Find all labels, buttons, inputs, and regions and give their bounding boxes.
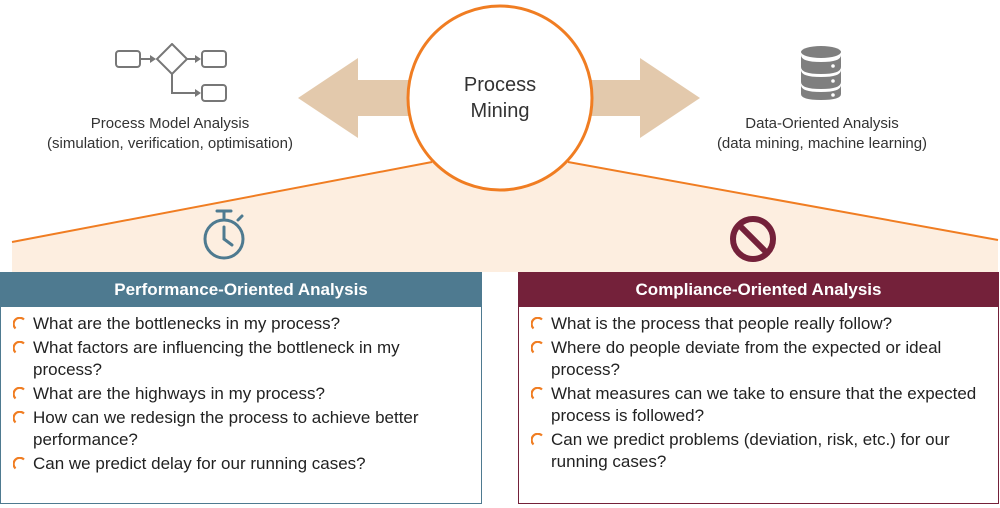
- list-item: What factors are influencing the bottlen…: [13, 337, 471, 381]
- performance-question-list: What are the bottlenecks in my process? …: [1, 307, 481, 475]
- list-item: Can we predict delay for our running cas…: [13, 453, 471, 475]
- list-item: Where do people deviate from the expecte…: [531, 337, 988, 381]
- bullet-icon: [531, 387, 543, 400]
- bullet-icon: [13, 387, 25, 400]
- compliance-title: Compliance-Oriented Analysis: [519, 273, 998, 307]
- fan-shape: [12, 162, 998, 272]
- performance-panel: Performance-Oriented Analysis What are t…: [0, 272, 482, 504]
- bullet-icon: [531, 341, 543, 354]
- bullet-icon: [13, 317, 25, 330]
- performance-question-1: What are the bottlenecks in my process?: [33, 314, 341, 333]
- fan-right-edge: [567, 161, 999, 241]
- bullet-icon: [13, 411, 25, 424]
- list-item: Can we predict problems (deviation, risk…: [531, 429, 988, 473]
- performance-question-3: What are the highways in my process?: [33, 384, 325, 403]
- compliance-question-3: What measures can we take to ensure that…: [551, 384, 977, 425]
- performance-question-2: What factors are influencing the bottlen…: [33, 338, 400, 379]
- performance-question-4: How can we redesign the process to achie…: [33, 408, 419, 449]
- bullet-icon: [531, 317, 543, 330]
- performance-title: Performance-Oriented Analysis: [1, 273, 481, 307]
- bullet-icon: [13, 457, 25, 470]
- compliance-question-list: What is the process that people really f…: [519, 307, 998, 473]
- compliance-panel: Compliance-Oriented Analysis What is the…: [518, 272, 999, 504]
- process-model-analysis-line1: Process Model Analysis: [90, 115, 250, 132]
- right-arrow: [584, 58, 700, 138]
- compliance-question-2: Where do people deviate from the expecte…: [551, 338, 942, 379]
- list-item: What are the bottlenecks in my process?: [13, 313, 471, 335]
- bullet-icon: [531, 433, 543, 446]
- list-item: What is the process that people really f…: [531, 313, 988, 335]
- data-oriented-analysis-line2: (data mining, machine learning): [716, 135, 928, 152]
- database-icon: [801, 46, 841, 100]
- performance-question-5: Can we predict delay for our running cas…: [33, 454, 366, 473]
- process-model-analysis-line2: (simulation, verification, optimisation): [47, 135, 293, 152]
- stopwatch-icon: [203, 209, 245, 260]
- left-arrow: [298, 58, 416, 138]
- data-oriented-analysis-label: Data-Oriented Analysis (data mining, mac…: [682, 114, 962, 154]
- compliance-question-4: Can we predict problems (deviation, risk…: [551, 430, 950, 471]
- list-item: How can we redesign the process to achie…: [13, 407, 471, 451]
- data-oriented-analysis-line1: Data-Oriented Analysis: [745, 115, 899, 132]
- list-item: What are the highways in my process?: [13, 383, 471, 405]
- fan-left-edge: [11, 161, 433, 243]
- process-mining-title: Process Mining: [425, 72, 575, 124]
- list-item: What measures can we take to ensure that…: [531, 383, 988, 427]
- bullet-icon: [13, 341, 25, 354]
- flowchart-icon: [115, 43, 227, 102]
- compliance-question-1: What is the process that people really f…: [551, 314, 893, 333]
- title-line-1: Process: [463, 74, 537, 96]
- title-line-2: Mining: [470, 100, 530, 122]
- no-entry-icon: [730, 216, 776, 262]
- process-model-analysis-label: Process Model Analysis (simulation, veri…: [10, 114, 330, 154]
- process-mining-circle: [406, 4, 594, 192]
